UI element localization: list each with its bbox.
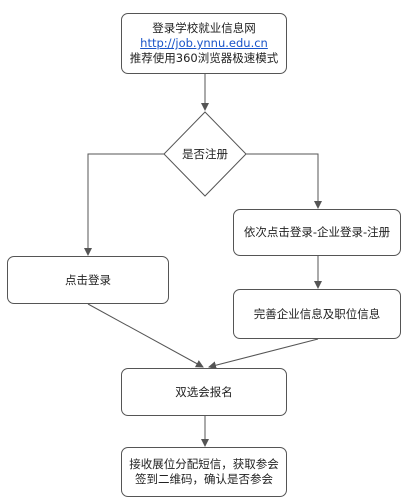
decision-label: 是否注册: [182, 147, 228, 161]
merge-label: 双选会报名: [175, 384, 233, 399]
right-step2-label: 完善企业信息及职位信息: [253, 306, 381, 321]
start-line1: 登录学校就业信息网: [152, 21, 256, 35]
arrow-decision-to-login: [84, 153, 164, 256]
decision-diamond: [163, 111, 247, 197]
right-step1-label: 依次点击登录-企业登录-注册: [243, 225, 391, 239]
left-step-label: 点击登录: [65, 272, 111, 287]
arrow-complete-info-to-signup: [208, 338, 319, 370]
end-node: 接收展位分配短信，获取参会 签到二维码，确认是否参会: [121, 447, 287, 497]
job-site-link[interactable]: http://job.ynnu.edu.cn: [140, 36, 268, 50]
left-step-node: 点击登录: [7, 256, 169, 304]
end-line2: 签到二维码，确认是否参会: [135, 472, 273, 486]
right-step2-node: 完善企业信息及职位信息: [233, 289, 401, 339]
merge-node: 双选会报名: [121, 368, 287, 416]
arrow-login-to-signup: [87, 303, 204, 368]
arrow-decision-to-register: [246, 153, 322, 209]
right-step1-node: 依次点击登录-企业登录-注册: [233, 209, 401, 256]
start-node: 登录学校就业信息网 http://job.ynnu.edu.cn 推荐使用360…: [121, 13, 287, 74]
start-line3: 推荐使用360浏览器极速模式: [129, 51, 279, 65]
end-line1: 接收展位分配短信，获取参会: [129, 457, 279, 471]
